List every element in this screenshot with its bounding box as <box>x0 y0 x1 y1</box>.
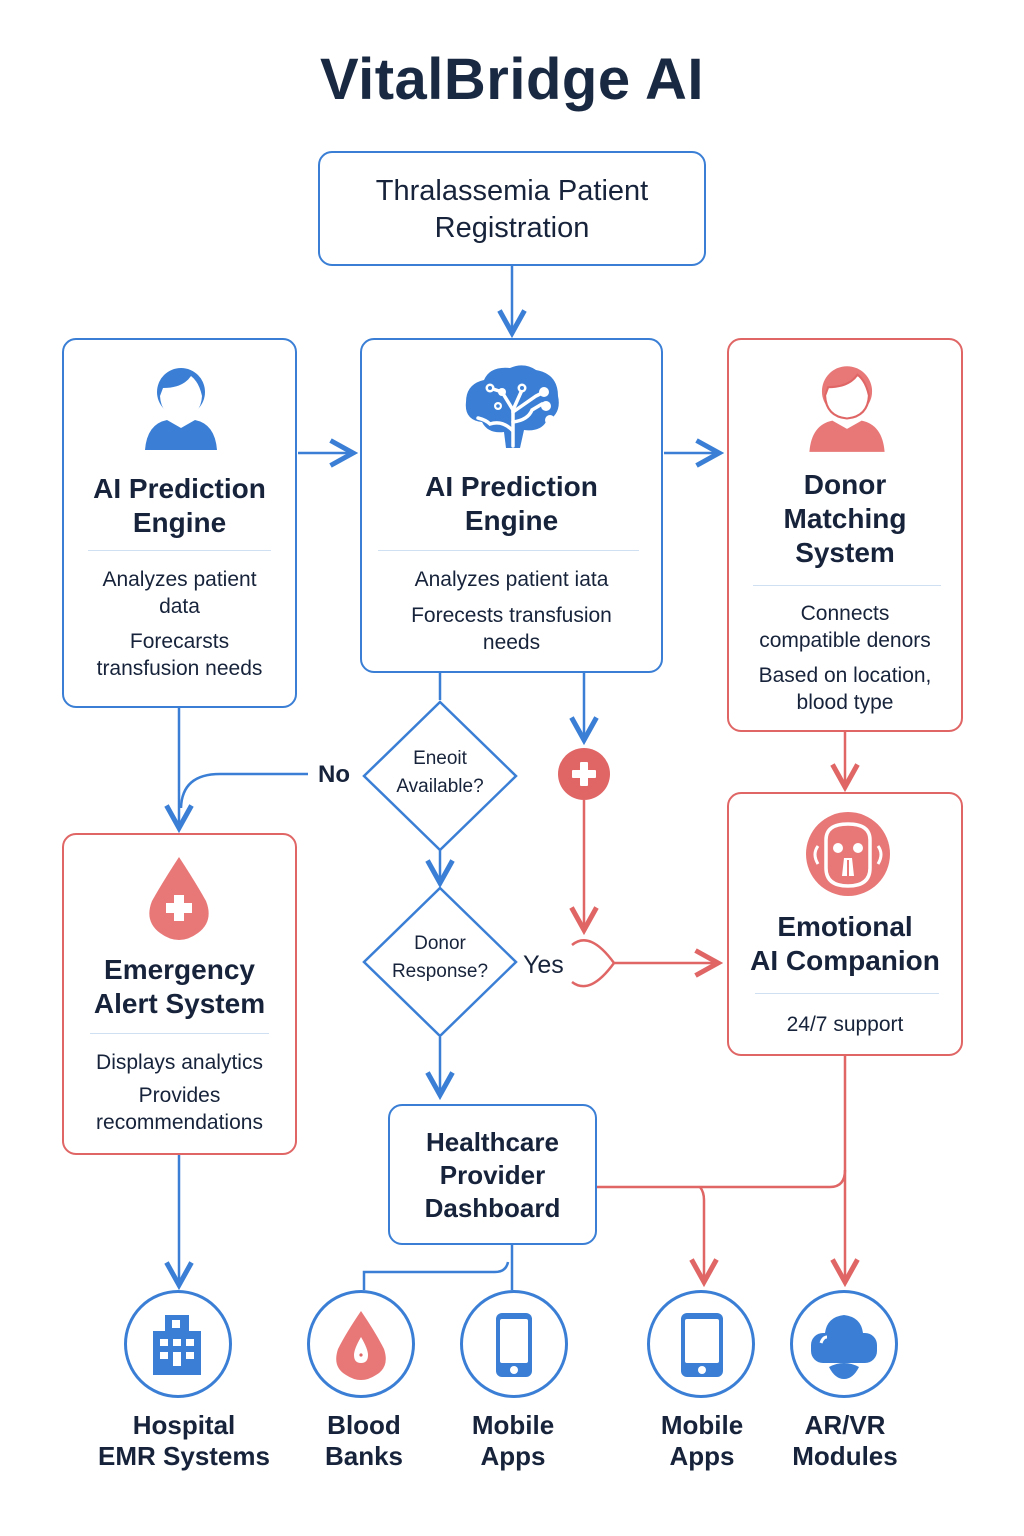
donor-desc-2: compatible denors <box>759 629 931 652</box>
endpoint-mobile-apps-2[interactable] <box>647 1290 755 1398</box>
center-prediction-engine-box[interactable]: AI Prediction Engine Analyzes patient ia… <box>360 338 663 673</box>
decision-2-line-1: Donor <box>414 933 466 954</box>
emergency-alert-box[interactable]: Emergency Alert System Displays analytic… <box>62 833 297 1155</box>
donor-desc-1: Connects <box>800 602 890 625</box>
endpoint-4-line-2: Apps <box>669 1441 735 1471</box>
donor-desc-4: blood type <box>796 691 894 714</box>
endpoint-2-line-2: Banks <box>324 1441 404 1471</box>
decision-1-line-2: Available? <box>396 776 484 797</box>
registration-box[interactable]: Thralassemia Patient Registration <box>318 151 706 266</box>
decision-2-line-2: Response? <box>391 961 489 982</box>
blood-drop-icon <box>336 1311 386 1380</box>
endpoint-blood-banks[interactable] <box>307 1290 415 1398</box>
donor-matching-box[interactable]: Donor Matching System Connects compatibl… <box>727 338 963 732</box>
endpoint-3-line-2: Apps <box>480 1441 546 1471</box>
dashboard-title-2: Provider <box>439 1160 546 1190</box>
endpoint-1-line-1: Hospital <box>132 1410 236 1440</box>
blood-drop-plus-icon <box>149 857 209 940</box>
endpoint-label: AR/VR Modules <box>745 1410 945 1472</box>
left-engine-title-2: Engine <box>132 507 227 538</box>
arrow-branch-to-mobile <box>700 1186 704 1282</box>
endpoint-hospital-emr[interactable] <box>124 1290 232 1398</box>
dashboard-title-3: Dashboard <box>424 1193 561 1223</box>
center-engine-desc-3: needs <box>482 631 541 654</box>
left-engine-desc-1: Analyzes patient <box>102 568 257 591</box>
robot-face-icon <box>806 812 890 896</box>
vr-headset-icon <box>811 1315 877 1379</box>
left-engine-desc-2: data <box>159 595 200 618</box>
page-title: VitalBridge AI <box>319 47 705 112</box>
emergency-desc-3: recommendations <box>96 1111 263 1134</box>
emotional-desc-1: 24/7 support <box>786 1013 904 1036</box>
mobile-phone-icon <box>681 1313 723 1377</box>
endpoint-5-line-2: Modules <box>792 1441 898 1471</box>
emotional-title-1: Emotional <box>777 911 913 942</box>
emergency-desc-2: Provides <box>138 1084 221 1107</box>
registration-line-2: Registration <box>434 212 590 244</box>
plus-circle-icon[interactable] <box>556 746 612 802</box>
center-engine-title-1: AI Prediction <box>425 471 598 502</box>
endpoint-2-line-1: Blood <box>327 1410 401 1440</box>
endpoint-label: Mobile Apps <box>602 1410 802 1472</box>
emergency-title-1: Emergency <box>104 954 255 985</box>
endpoint-ar-vr-modules[interactable] <box>790 1290 898 1398</box>
mobile-phone-icon <box>496 1313 532 1377</box>
no-label: No <box>318 761 350 788</box>
divider <box>755 993 939 994</box>
endpoint-4-line-1: Mobile <box>660 1410 744 1440</box>
emotional-title-2: AI Companion <box>750 945 940 976</box>
emergency-title-2: Alert System <box>93 988 266 1019</box>
divider <box>378 550 639 551</box>
line-dashboard-to-bloodbank <box>362 1261 510 1290</box>
line-dashboard-red-branch <box>597 1169 847 1189</box>
emergency-desc-1: Displays analytics <box>96 1051 263 1074</box>
brain-circuit-icon <box>465 365 559 448</box>
center-engine-title-2: Engine <box>464 505 559 536</box>
endpoint-label: Blood Banks <box>264 1410 464 1472</box>
donor-title-3: System <box>795 537 895 568</box>
left-engine-title-1: AI Prediction <box>93 473 266 504</box>
endpoint-5-line-1: AR/VR <box>804 1410 886 1440</box>
left-engine-desc-3: Forecarsts <box>129 630 230 653</box>
hospital-icon <box>153 1315 201 1375</box>
dashboard-title-1: Healthcare <box>426 1127 559 1157</box>
divider <box>90 1033 269 1034</box>
center-engine-desc-2: Forecests transfusion <box>411 604 612 627</box>
merge-connector <box>571 939 616 988</box>
left-prediction-engine-box[interactable]: AI Prediction Engine Analyzes patient da… <box>62 338 297 708</box>
arrow-no-branch <box>179 772 308 809</box>
registration-line-1: Thralassemia Patient <box>375 175 649 207</box>
divider <box>753 585 941 586</box>
donor-title-2: Matching <box>783 503 907 534</box>
donor-icon <box>809 366 885 452</box>
decision-diamond-availability[interactable] <box>360 700 520 852</box>
donor-desc-3: Based on location, <box>758 664 932 687</box>
decision-1-line-1: Eneoit <box>413 748 467 769</box>
donor-title-1: Donor <box>803 469 887 500</box>
divider <box>88 550 271 551</box>
endpoint-mobile-apps-1[interactable] <box>460 1290 568 1398</box>
decision-diamond-donor-response[interactable] <box>360 886 520 1038</box>
yes-label: Yes <box>523 951 564 979</box>
emotional-companion-box[interactable]: Emotional AI Companion 24/7 support <box>727 792 963 1056</box>
patient-icon <box>145 368 217 450</box>
center-engine-desc-1: Analyzes patient iata <box>414 568 609 591</box>
endpoint-label: Mobile Apps <box>413 1410 613 1472</box>
endpoint-3-line-1: Mobile <box>471 1410 555 1440</box>
left-engine-desc-4: transfusion needs <box>96 657 263 680</box>
endpoint-label: Hospital EMR Systems <box>84 1410 284 1472</box>
healthcare-dashboard-box[interactable]: Healthcare Provider Dashboard <box>388 1104 597 1245</box>
endpoint-1-line-2: EMR Systems <box>98 1441 270 1471</box>
